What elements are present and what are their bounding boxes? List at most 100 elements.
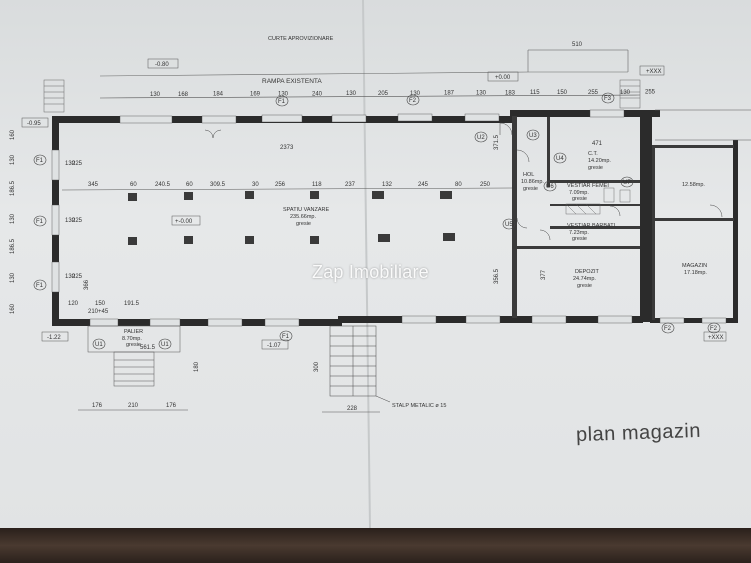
existing-wall-hatch	[655, 109, 751, 141]
mid-dim-9: 132	[382, 182, 393, 188]
dim-150: 150	[95, 301, 106, 307]
window-tag-circle-2	[33, 279, 47, 291]
ct-name: C.T.	[588, 151, 598, 157]
left-window-dim-3: 225	[72, 218, 83, 224]
level-bottom-left: -1.22	[47, 335, 61, 341]
level-inner: +-0.00	[175, 219, 193, 225]
left-dim-0: 160	[10, 129, 16, 140]
dim-510: 510	[572, 42, 583, 48]
top-dim-10: 130	[476, 91, 487, 97]
window-tag-10: U6	[546, 184, 554, 190]
dim-180: 180	[194, 361, 200, 372]
window-tag-1: F1	[36, 219, 44, 225]
mid-dim-10: 245	[418, 182, 429, 188]
window-tag-circle-8	[553, 152, 567, 164]
dim-3715: 371.5	[494, 134, 500, 150]
left-dim-2: 186.5	[10, 180, 16, 196]
columns	[128, 191, 455, 245]
window-tag-circle-0	[33, 154, 47, 166]
vestiar-femei-floor: gresie	[572, 196, 587, 202]
dim-176a: 176	[92, 403, 103, 409]
top-dim-8: 130	[410, 91, 421, 97]
stairs-top-left	[43, 79, 65, 113]
dim-471: 471	[592, 141, 603, 147]
window-tag-circle-14	[279, 330, 293, 342]
vestiar-barbati-area: 7.23mp.	[569, 230, 589, 236]
doors	[204, 122, 723, 241]
window-tag-0: F1	[36, 158, 44, 164]
left-window-dim-2: 130	[65, 218, 76, 224]
palier-name: PALIER	[124, 329, 143, 335]
dim-2373: 2373	[280, 145, 294, 151]
magazin-name: MAGAZIN	[682, 263, 707, 269]
dim-228: 228	[347, 406, 358, 412]
window-tag-11: U7	[623, 180, 631, 186]
top-dim-16: 255	[645, 90, 656, 96]
vestiar-femei-name: VESTIAR FEMEI	[567, 183, 609, 189]
sales-floor: gresie	[296, 221, 311, 227]
level-marker	[147, 58, 179, 69]
sanitary-fixtures	[565, 187, 631, 215]
top-dim-9: 187	[444, 91, 455, 97]
courtyard-label: CURTE APROVIZIONARE	[268, 36, 334, 42]
main-stairs	[329, 325, 391, 403]
interior-walls	[512, 116, 734, 320]
level-top-left: -0.80	[155, 62, 169, 68]
dim-366: 366	[84, 279, 90, 290]
window-tag-circle-3	[275, 95, 289, 107]
vestiar-femei-area: 7.09mp.	[569, 190, 589, 196]
depozit-area: 24.74mp.	[573, 276, 596, 282]
depozit-floor: gresie	[577, 283, 592, 289]
window-tag-circle-6	[474, 131, 488, 143]
ramp-label: RAMPA EXISTENTA	[262, 78, 322, 85]
left-dim-3: 130	[10, 213, 16, 224]
top-dim-0: 130	[150, 92, 161, 98]
dim-120: 120	[68, 301, 79, 307]
window-tag-7: U3	[529, 133, 537, 139]
mid-dim-7: 118	[312, 182, 322, 188]
mid-dim-8: 237	[345, 182, 356, 188]
mid-dim-0: 345	[88, 182, 99, 188]
window-tag-circle-15	[661, 322, 675, 334]
magazin-area: 17.18mp.	[684, 270, 707, 276]
depozit-name: DEPOZIT	[575, 269, 599, 275]
palier-area: 8.70mp.	[122, 336, 142, 342]
top-dim-13: 150	[557, 90, 568, 96]
top-dim-6: 130	[346, 91, 357, 97]
left-dim-1: 130	[10, 154, 16, 165]
window-tag-circle-4	[406, 94, 420, 106]
vestiar-barbati-name: VESTIAR BARBATI	[567, 223, 616, 229]
dim-3565: 356.5	[494, 268, 500, 284]
mid-dim-3: 60	[186, 182, 193, 188]
left-window-dim-5: 225	[72, 274, 83, 280]
top-dim-3: 169	[250, 92, 261, 98]
window-tag-circle-13	[158, 338, 172, 350]
window-tag-circle-10	[543, 180, 557, 192]
level-top-right: +XXX	[646, 69, 662, 75]
window-tag-3: F1	[278, 99, 286, 105]
hol-area: 10.86mp.	[521, 179, 544, 185]
top-dim-14: 255	[588, 90, 599, 96]
sales-area: 235.66mp.	[290, 214, 316, 220]
window-tag-6: U2	[477, 135, 485, 141]
dim-176b: 176	[166, 403, 177, 409]
window-tag-2: F1	[36, 283, 44, 289]
ct-area: 14.20mp.	[588, 158, 611, 164]
mid-dim-6: 256	[275, 182, 286, 188]
dim-210-45: 210+45	[88, 309, 109, 315]
window-tag-circle-9	[502, 218, 516, 230]
left-dimensions: 160130186.5130186.5130160130225130225130…	[10, 129, 83, 314]
plan-title: plan magazin	[575, 419, 702, 447]
exterior-walls	[52, 110, 738, 326]
mid-dim-12: 250	[480, 182, 491, 188]
mid-dim-11: 80	[455, 182, 462, 188]
mid-dim-1: 60	[130, 182, 137, 188]
window-tag-14: F1	[282, 334, 290, 340]
dim-5615: 561.5	[140, 345, 156, 351]
room-1258-area: 12.58mp.	[682, 182, 705, 188]
level-bottom-right: +XXX	[708, 335, 724, 341]
